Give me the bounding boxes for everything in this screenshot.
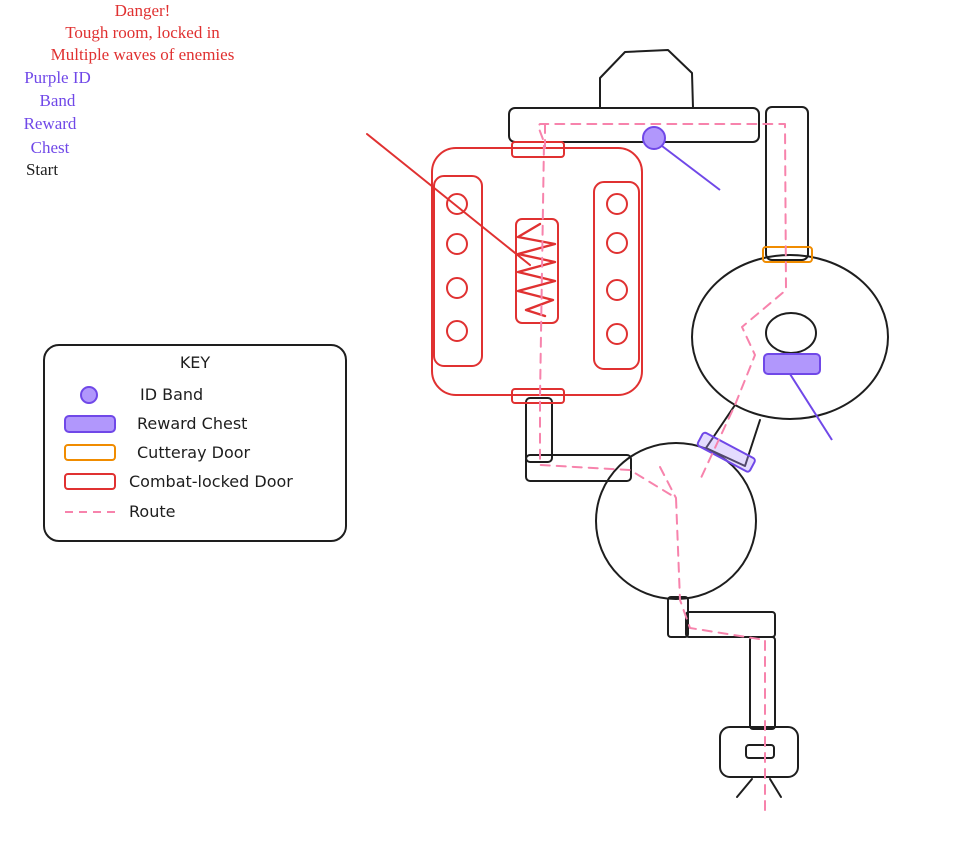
combat-locked-door-icon (64, 473, 116, 490)
central-round-room (595, 442, 757, 600)
left-wall-hole-4 (446, 320, 468, 342)
route-line-icon (65, 511, 115, 513)
id-band-label-1: Purple ID (24, 68, 91, 87)
reward-chest-pointer-line (789, 373, 833, 441)
key-row-cutteray-door: Cutteray Door (45, 440, 345, 466)
left-wall-hole-3 (446, 277, 468, 299)
diagonal-chest-door (696, 431, 756, 473)
key-label-route: Route (129, 502, 176, 521)
upper-right-room (691, 254, 889, 420)
key-label-reward-chest: Reward Chest (137, 414, 248, 433)
danger-detail-1: Tough room, locked in (65, 23, 220, 42)
lower-vertical-corridor (749, 636, 776, 730)
enemy-scribble-icon (516, 222, 557, 318)
map-key: KEY ID Band Reward Chest Cutteray Door C… (43, 344, 347, 542)
combat-locked-door-top (511, 141, 565, 158)
reward-chest-icon (64, 415, 116, 433)
key-row-combat-locked-door: Combat-locked Door (45, 469, 345, 495)
reward-chest-label-2: Chest (30, 138, 70, 157)
danger-annotation: Danger! Tough room, locked in Multiple w… (0, 0, 285, 66)
id-band-icon (80, 386, 98, 404)
right-wall-hole-3 (606, 279, 628, 301)
upper-right-room-pillar (765, 312, 817, 354)
lower-short-corridor (667, 596, 689, 638)
reward-chest-label-1: Reward (23, 114, 77, 133)
start-pod-leg-right (769, 778, 782, 798)
key-label-id-band: ID Band (140, 385, 204, 404)
right-vertical-corridor (765, 106, 809, 261)
right-wall-hole-2 (606, 232, 628, 254)
id-band-marker (642, 126, 666, 150)
reward-chest-marker (763, 353, 821, 375)
route-line (537, 123, 787, 811)
left-wall-hole-1 (446, 193, 468, 215)
danger-title: Danger! (114, 1, 171, 20)
exit-structure (599, 49, 694, 109)
left-horizontal-corridor (525, 454, 632, 482)
route-line-branch (544, 123, 677, 499)
start-pod-leg-left (736, 778, 753, 798)
cutteray-door (762, 246, 813, 263)
id-band-annotation: Purple ID Band (0, 66, 115, 112)
key-label-cutteray-door: Cutteray Door (137, 443, 251, 462)
danger-pointer-line (366, 133, 531, 266)
id-band-label-2: Band (39, 91, 76, 110)
left-wall-hole-2 (446, 233, 468, 255)
lower-horizontal-corridor (685, 611, 776, 638)
reward-chest-annotation: Reward Chest (0, 112, 100, 160)
danger-detail-2: Multiple waves of enemies (50, 45, 235, 64)
key-row-reward-chest: Reward Chest (45, 411, 345, 437)
right-wall-hole-1 (606, 193, 628, 215)
key-label-combat-locked-door: Combat-locked Door (129, 472, 293, 491)
key-row-route: Route (45, 499, 345, 525)
key-title: KEY (179, 353, 211, 372)
key-row-id-band: ID Band (45, 382, 345, 408)
start-label: Start (25, 160, 59, 179)
id-band-pointer-line (661, 145, 721, 191)
top-corridor (508, 107, 760, 143)
left-vertical-corridor (525, 397, 553, 463)
cutteray-door-icon (64, 444, 116, 461)
enemy-spawn-zone (515, 218, 559, 324)
combat-room-left-wall (433, 175, 483, 367)
start-pod (719, 726, 799, 778)
combat-room-right-wall (593, 181, 640, 370)
combat-locked-door-bottom (511, 388, 565, 404)
combat-room (431, 147, 643, 396)
start-pod-window (745, 744, 775, 759)
right-wall-hole-4 (606, 323, 628, 345)
diagonal-corridor (705, 404, 761, 467)
